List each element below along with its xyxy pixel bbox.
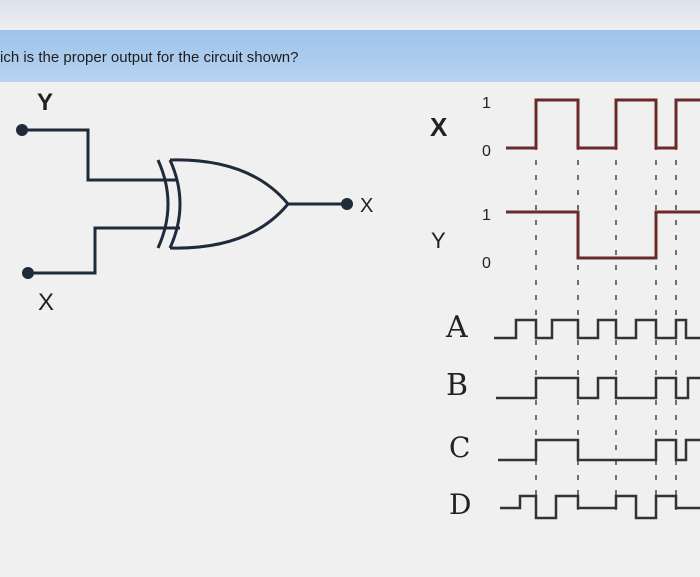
xor-gate-icon — [156, 158, 290, 250]
output-x-label: X — [360, 195, 373, 217]
wire-input-x — [28, 226, 180, 275]
waveform-option-b[interactable] — [496, 376, 700, 400]
waveform-x — [506, 98, 700, 150]
waveform-option-c[interactable] — [498, 438, 700, 462]
window-top-bezel — [0, 0, 700, 30]
question-text: ich is the proper output for the circuit… — [0, 49, 299, 66]
option-a-label: A — [445, 310, 468, 345]
question-header-bar — [0, 30, 700, 82]
wire-input-y — [22, 128, 178, 182]
signal-y-label: Y — [431, 228, 446, 253]
input-y-label: Y — [37, 89, 53, 116]
signal-x-label: X — [430, 112, 448, 142]
option-d-label: D — [449, 488, 471, 521]
diagram-area — [0, 82, 700, 577]
signal-y-high-label: 1 — [482, 207, 491, 224]
waveform-y — [506, 210, 700, 260]
option-c-label: C — [449, 431, 470, 464]
waveform-option-d[interactable] — [500, 494, 700, 520]
signal-x-high-label: 1 — [482, 95, 491, 112]
input-x-label: X — [38, 289, 54, 316]
waveform-option-a[interactable] — [494, 318, 700, 340]
signal-x-low-label: 0 — [482, 143, 491, 160]
option-b-label: B — [446, 368, 468, 403]
signal-y-low-label: 0 — [482, 255, 491, 272]
output-terminal — [341, 198, 353, 210]
